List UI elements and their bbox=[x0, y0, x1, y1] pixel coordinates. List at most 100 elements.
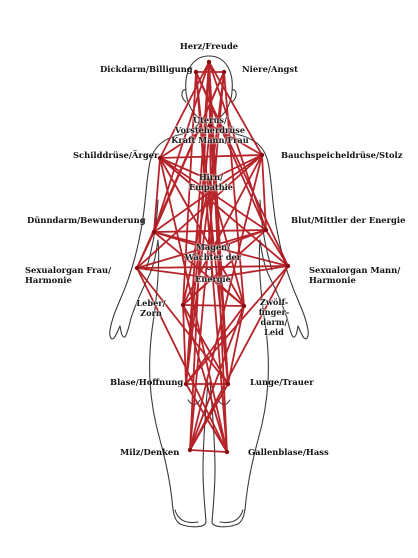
node-milz bbox=[187, 447, 193, 453]
meridian-line-uter-blase bbox=[185, 124, 211, 385]
meridian-line-herz-bauch bbox=[208, 61, 263, 156]
meridian-line-blut-sexm bbox=[265, 229, 289, 267]
label-bauchspeicheldruese: Bauchspeicheldrüse/Stolz bbox=[281, 150, 403, 160]
node-schild bbox=[157, 155, 163, 161]
label-zwoelffingerdarm: Zwölf- finger- darm/ Leid bbox=[259, 297, 290, 337]
label-zwoelffingerdarm-line-3: darm/ bbox=[260, 317, 288, 327]
node-leber bbox=[180, 302, 186, 308]
node-magen bbox=[209, 247, 215, 253]
node-markers bbox=[134, 59, 291, 455]
meridian-line-uter-schild bbox=[159, 124, 211, 159]
label-sexualorgan-frau-line-1: Sexualorgan Frau/ bbox=[25, 265, 112, 275]
meridian-line-lunge-milz bbox=[189, 383, 229, 451]
meridian-line-magen-duenn bbox=[153, 231, 213, 251]
meridian-line-sexf-galle bbox=[136, 267, 228, 453]
meridian-line-duenn-sexf bbox=[136, 231, 155, 269]
meridian-line-milz-galle bbox=[189, 449, 228, 453]
meridian-line-blase-galle bbox=[185, 383, 228, 453]
meridian-line-schild-sexm bbox=[159, 157, 289, 267]
label-herz: Herz/Freude bbox=[179, 41, 239, 51]
label-leber-line-1: Leber/ bbox=[136, 298, 166, 308]
left-ear bbox=[181, 89, 187, 103]
label-blut: Blut/Mittler der Energie bbox=[291, 215, 406, 225]
label-sexualorgan-frau-line-2: Harmonie bbox=[25, 275, 72, 285]
label-hirn-line-1: Hirn/ bbox=[198, 172, 224, 182]
label-magen-line-1: Magen/ bbox=[195, 242, 231, 252]
label-zwoelffingerdarm-line-2: finger- bbox=[258, 307, 290, 317]
label-duenndarm: Dünndarm/Bewunderung bbox=[27, 215, 146, 225]
meridian-line-uter-bauch bbox=[209, 124, 263, 156]
body-right-side bbox=[209, 118, 309, 528]
label-niere: Niere/Angst bbox=[242, 64, 298, 74]
body-left-side bbox=[109, 118, 209, 528]
node-galle bbox=[224, 449, 230, 455]
meridian-line-herz-schild bbox=[159, 61, 210, 159]
navel bbox=[206, 267, 212, 271]
meridian-line-sexf-lunge bbox=[136, 267, 229, 385]
node-zwoelf bbox=[241, 303, 247, 309]
meridian-line-magen-blut bbox=[211, 229, 267, 251]
node-herz bbox=[206, 59, 212, 65]
label-dickdarm: Dickdarm/Billigung bbox=[100, 64, 193, 74]
meridian-line-herz-blut bbox=[208, 61, 267, 231]
node-lunge bbox=[225, 381, 231, 387]
meridian-line-bauch-sexf bbox=[136, 154, 263, 269]
node-bauch bbox=[259, 152, 265, 158]
label-magen-line-2: Wächter der bbox=[184, 252, 242, 262]
meridian-line-bauch-blut bbox=[261, 154, 267, 231]
body-outline bbox=[109, 55, 309, 528]
label-sexualorgan-mann: Sexualorgan Mann/ Harmonie bbox=[309, 265, 400, 285]
label-zwoelffingerdarm-line-4: Leid bbox=[264, 327, 284, 337]
node-uter bbox=[207, 122, 213, 128]
label-uterus-line-1: Uterus/ bbox=[193, 115, 227, 125]
node-niere bbox=[221, 69, 227, 75]
meridian-line-duenn-sexm bbox=[153, 231, 289, 267]
meridian-line-schild-duenn bbox=[153, 157, 161, 233]
label-lunge: Lunge/Trauer bbox=[250, 377, 314, 387]
node-sexm bbox=[285, 263, 291, 269]
meridian-line-sexm-ener bbox=[211, 265, 289, 279]
label-sexualorgan-mann-line-1: Sexualorgan Mann/ bbox=[309, 265, 401, 275]
meridian-line-ener-zwoelf bbox=[211, 277, 245, 307]
label-zwoelffingerdarm-line-1: Zwölf- bbox=[259, 297, 289, 307]
node-duenn bbox=[151, 229, 157, 235]
label-uterus: Uterus/ Vorsteherdrüse Kraft Mann/Frau bbox=[171, 115, 248, 145]
label-uterus-line-2: Vorsteherdrüse bbox=[174, 125, 246, 135]
meridian-line-leber-blase bbox=[182, 304, 187, 385]
meridian-line-hirn-leber bbox=[182, 179, 211, 306]
node-ener bbox=[209, 275, 215, 281]
meridian-line-uter-lunge bbox=[209, 124, 229, 385]
label-leber: Leber/ Zorn bbox=[136, 298, 165, 318]
head-outline bbox=[185, 55, 233, 120]
meridian-line-zwoelf-blase bbox=[185, 305, 245, 385]
label-sexualorgan-frau: Sexualorgan Frau/ Harmonie bbox=[25, 265, 111, 285]
meridian-line-zwoelf-lunge bbox=[227, 305, 245, 385]
label-schilddruese: Schilddrüse/Ärger bbox=[73, 150, 159, 160]
label-hirn-line-2: Empathie bbox=[189, 182, 233, 192]
label-uterus-line-3: Kraft Mann/Frau bbox=[171, 135, 249, 145]
label-magen-line-3: Energie bbox=[195, 274, 231, 284]
left-foot bbox=[174, 509, 199, 524]
meridian-line-bauch-hirn bbox=[209, 154, 263, 181]
label-sexualorgan-mann-line-2: Harmonie bbox=[309, 275, 356, 285]
meridian-line-niere-blase bbox=[185, 71, 225, 385]
node-dick bbox=[193, 69, 199, 75]
label-blase: Blase/Hoffnung bbox=[110, 377, 184, 387]
node-hirn bbox=[207, 177, 213, 183]
node-blut bbox=[263, 227, 269, 233]
label-hirn: Hirn/ Empathie bbox=[189, 172, 233, 192]
meridian-lines bbox=[136, 61, 289, 453]
right-foot bbox=[219, 509, 244, 524]
right-ear bbox=[231, 89, 237, 103]
meridian-line-duenn-blut bbox=[153, 229, 267, 233]
meridian-line-blut-sexf bbox=[136, 229, 267, 269]
meridian-line-schild-hirn bbox=[159, 157, 211, 181]
meridian-line-hirn-zwoelf bbox=[209, 179, 245, 307]
node-sexf bbox=[134, 265, 140, 271]
label-gallenblase: Gallenblase/Hass bbox=[248, 447, 329, 457]
node-blase bbox=[183, 381, 189, 387]
meridian-line-herz-milz bbox=[189, 61, 210, 451]
label-magen: Magen/ Wächter der Energie bbox=[185, 242, 241, 284]
label-milz: Milz/Denken bbox=[120, 447, 180, 457]
